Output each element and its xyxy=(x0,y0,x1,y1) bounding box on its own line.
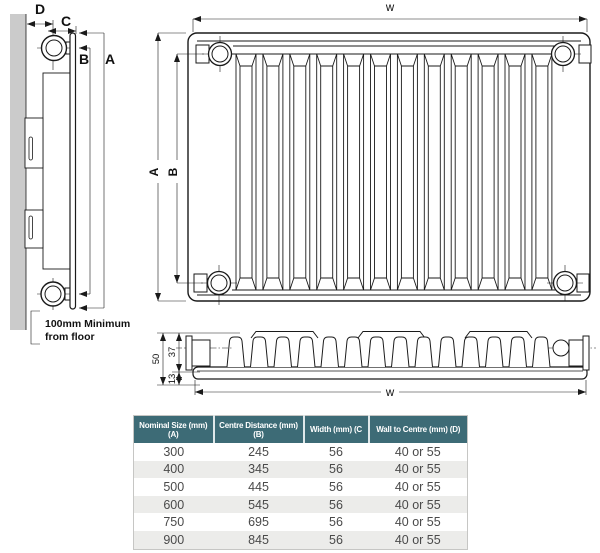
table-row: 600 545 56 40 or 55 xyxy=(133,495,468,514)
col-header-nominal-size: Nominal Size (mm) (A) xyxy=(133,415,214,443)
cell-width: 56 xyxy=(329,462,343,477)
table-header-row: Nominal Size (mm) (A) Centre Distance (m… xyxy=(133,415,468,443)
front-label-b: B xyxy=(166,167,180,176)
side-label-b: B xyxy=(79,51,89,67)
side-dim-b: B xyxy=(79,45,91,297)
cell-width: 56 xyxy=(329,532,343,547)
col-header-width: Width (mm) (C xyxy=(302,415,369,443)
cell-wall-to-centre: 40 or 55 xyxy=(394,444,441,459)
cell-width: 56 xyxy=(329,479,343,494)
cell-nominal-size: 750 xyxy=(163,515,185,530)
col-header-centre-distance: Centre Distance (mm) (B) xyxy=(212,415,304,443)
section-label-w: w xyxy=(385,387,395,399)
cell-nominal-size: 900 xyxy=(163,532,185,547)
cell-nominal-size: 600 xyxy=(163,497,185,512)
wall xyxy=(10,14,26,330)
section-depth-dims: 50 37 13 xyxy=(151,332,240,386)
cell-nominal-size: 400 xyxy=(163,462,185,477)
spec-table: Nominal Size (mm) (A) Centre Distance (m… xyxy=(133,415,468,550)
table-row: 750 695 56 40 or 55 xyxy=(133,513,468,531)
table-row: 900 845 56 40 or 55 xyxy=(133,530,468,550)
cell-centre-distance: 695 xyxy=(248,515,269,530)
cell-wall-to-centre: 40 or 55 xyxy=(394,497,441,512)
section-label-13: 13 xyxy=(167,374,178,385)
cell-centre-distance: 445 xyxy=(248,479,269,494)
section-end-fittings xyxy=(176,335,596,371)
panel-section xyxy=(192,366,588,380)
cell-width: 56 xyxy=(329,515,343,530)
side-bottom-pipe-connection xyxy=(37,278,72,310)
section-label-50: 50 xyxy=(151,354,162,365)
table-row: 500 445 56 40 or 55 xyxy=(133,478,468,496)
floor-note-line2: from floor xyxy=(45,331,95,343)
cell-wall-to-centre: 40 or 55 xyxy=(394,515,441,530)
front-pipe-connections xyxy=(193,36,592,305)
panel-side-profile xyxy=(69,32,77,310)
side-dim-a: A xyxy=(79,30,115,311)
cell-centre-distance: 245 xyxy=(248,444,269,459)
side-label-a: A xyxy=(105,51,115,67)
side-label-c: C xyxy=(61,13,71,29)
convector-fins xyxy=(226,336,551,368)
technical-drawing: D C xyxy=(10,1,596,399)
front-dim-b: B xyxy=(166,53,204,284)
cell-centre-distance: 545 xyxy=(248,497,269,512)
side-label-d: D xyxy=(35,1,45,17)
front-label-a: A xyxy=(147,167,161,176)
side-top-pipe-connection xyxy=(37,20,73,70)
front-label-w: w xyxy=(385,2,395,14)
cell-nominal-size: 500 xyxy=(163,479,185,494)
cell-centre-distance: 845 xyxy=(248,532,269,547)
wall-bracket xyxy=(42,72,71,270)
convection-channels xyxy=(232,53,556,291)
cell-wall-to-centre: 40 or 55 xyxy=(394,532,441,547)
cell-width: 56 xyxy=(329,497,343,512)
section-dim-w: w xyxy=(194,380,587,399)
section-view: 50 37 13 w xyxy=(151,331,596,399)
side-view: D C xyxy=(10,1,130,345)
panel-front xyxy=(187,32,591,302)
front-view: w xyxy=(147,2,592,305)
col-header-wall-to-centre: Wall to Centre (mm) (D) xyxy=(367,415,468,443)
table-row: 400 345 56 40 or 55 xyxy=(133,460,468,479)
floor-clearance: 100mm Minimum from floor xyxy=(30,310,130,345)
cell-nominal-size: 300 xyxy=(163,444,185,459)
section-label-37: 37 xyxy=(167,347,178,358)
cell-width: 56 xyxy=(329,444,343,459)
floor-note-line1: 100mm Minimum xyxy=(45,318,130,330)
cell-wall-to-centre: 40 or 55 xyxy=(394,462,441,477)
front-dim-a: A xyxy=(147,32,186,302)
cell-wall-to-centre: 40 or 55 xyxy=(394,479,441,494)
cell-centre-distance: 345 xyxy=(248,462,269,477)
table-row: 300 245 56 40 or 55 xyxy=(133,443,468,461)
